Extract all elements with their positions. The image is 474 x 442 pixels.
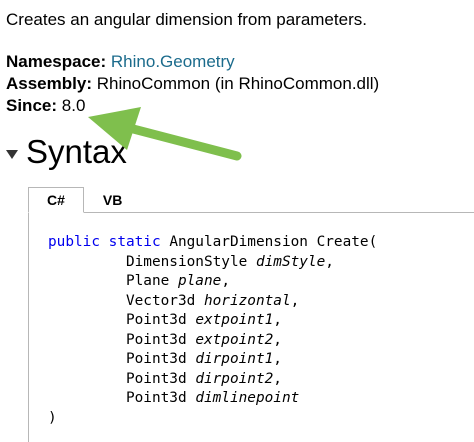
code-line: Point3d extpoint2,	[48, 332, 282, 348]
namespace-link[interactable]: Rhino.Geometry	[110, 52, 235, 71]
param-separator: ,	[273, 351, 282, 367]
param-name: dirpoint2	[195, 370, 274, 387]
param-separator: ,	[273, 312, 282, 328]
since-label: Since:	[6, 96, 58, 115]
param-type: Point3d	[125, 390, 187, 406]
param-separator: ,	[273, 331, 282, 348]
param-name: dimlinepoint	[195, 390, 300, 406]
param-name: extpoint2	[195, 331, 274, 348]
namespace-label: Namespace:	[6, 52, 107, 71]
param-separator: ,	[273, 370, 282, 387]
syntax-heading: Syntax	[26, 133, 127, 170]
param-name: dimStyle	[255, 253, 326, 270]
code-line: Vector3d horizontal,	[48, 293, 299, 309]
param-type: Plane	[125, 273, 170, 289]
param-type: Vector3d	[125, 292, 196, 309]
param-separator: ,	[221, 273, 230, 289]
keyword-public: public	[48, 234, 100, 250]
param-name: plane	[177, 273, 222, 289]
param-type: Point3d	[125, 351, 187, 367]
param-type: Point3d	[125, 312, 187, 328]
param-separator: ,	[290, 292, 300, 309]
param-type: Point3d	[125, 370, 187, 387]
code-line: DimensionStyle dimStyle,	[48, 254, 334, 270]
member-info: Namespace: Rhino.Geometry Assembly: Rhin…	[6, 51, 379, 117]
param-type: Point3d	[125, 331, 187, 348]
method-summary: Creates an angular dimension from parame…	[6, 10, 367, 29]
param-name: horizontal	[203, 292, 291, 309]
param-type: DimensionStyle	[125, 253, 248, 270]
code-block: public static AngularDimension Create( D…	[48, 233, 377, 428]
syntax-section-toggle[interactable]: Syntax	[6, 132, 127, 172]
assembly-label: Assembly:	[6, 74, 92, 93]
assembly-value: RhinoCommon (in RhinoCommon.dll)	[96, 74, 380, 93]
code-line: Plane plane,	[48, 273, 230, 289]
keyword-static: static	[108, 234, 161, 250]
param-separator: ,	[325, 253, 334, 270]
language-tabs: C# VB	[28, 187, 141, 213]
code-line: Point3d extpoint1,	[48, 312, 282, 328]
param-name: extpoint1	[195, 312, 274, 328]
since-value: 8.0	[61, 96, 86, 115]
tab-vb[interactable]: VB	[102, 192, 123, 208]
code-line: Point3d dirpoint1,	[48, 351, 282, 367]
namespace-row: Namespace: Rhino.Geometry	[6, 51, 379, 73]
code-line: Point3d dirpoint2,	[48, 371, 282, 387]
code-line: public static AngularDimension Create(	[48, 234, 377, 250]
return-type: AngularDimension	[169, 234, 308, 250]
code-line: Point3d dimlinepoint	[48, 390, 299, 406]
since-row: Since: 8.0	[6, 95, 379, 117]
assembly-row: Assembly: RhinoCommon (in RhinoCommon.dl…	[6, 73, 379, 95]
code-line: )	[48, 409, 57, 426]
param-name: dirpoint1	[195, 351, 274, 367]
code-panel: public static AngularDimension Create( D…	[28, 212, 474, 442]
method-name: Create(	[316, 234, 378, 250]
collapse-triangle-icon[interactable]	[6, 149, 18, 159]
tab-csharp[interactable]: C#	[28, 187, 84, 213]
